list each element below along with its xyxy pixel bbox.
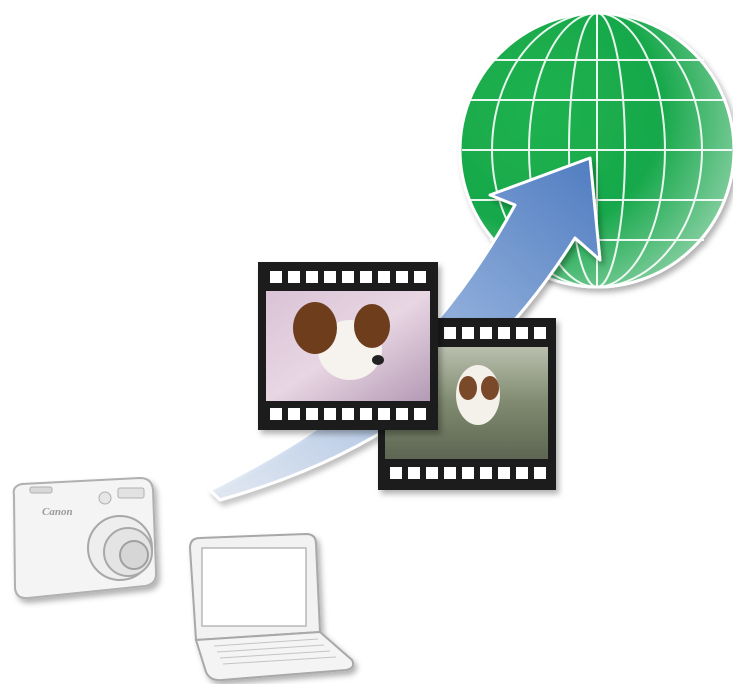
camera-brand-label: Canon	[42, 506, 73, 518]
laptop-icon	[190, 534, 353, 680]
camera-icon: Canon	[14, 478, 156, 598]
film-strip-front	[258, 262, 438, 430]
